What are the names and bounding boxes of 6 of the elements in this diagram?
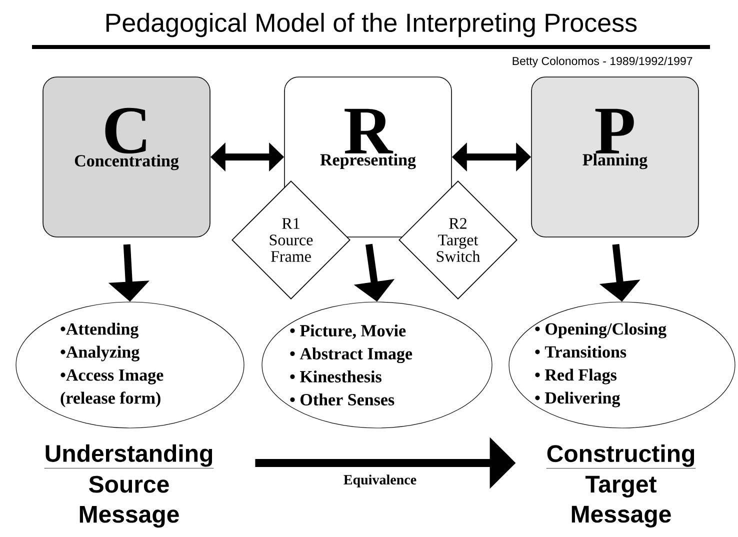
process-box: P Planning: [531, 76, 699, 238]
title: Pedagogical Model of the Interpreting Process: [106, 12, 637, 38]
edge-label: Equivalence: [342, 474, 418, 488]
process-box: C Concentrating: [42, 76, 210, 238]
stage-label: Understanding Source Message: [44, 444, 214, 528]
stage-label: Constructing Target Message: [546, 444, 696, 528]
